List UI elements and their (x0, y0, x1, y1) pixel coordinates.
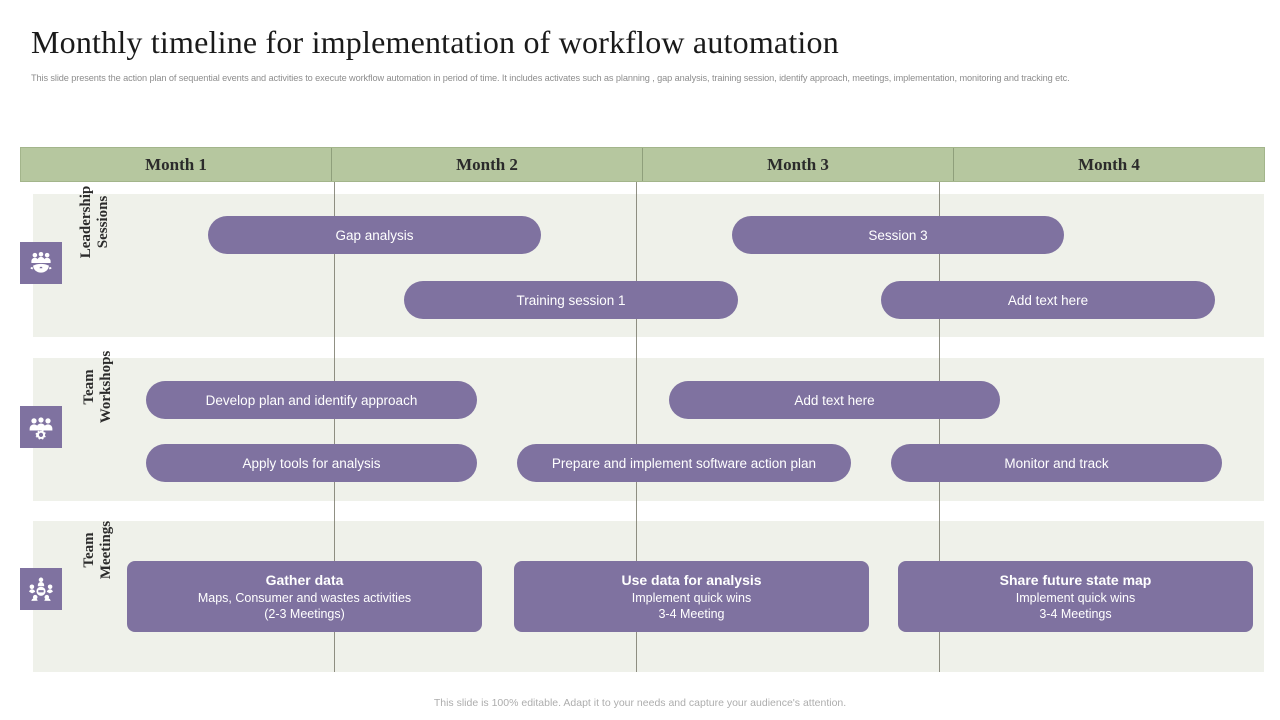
bar-gather-data-line1: Maps, Consumer and wastes activities (197, 591, 412, 605)
month-header-2: Month 2 (332, 148, 643, 181)
bar-gap-analysis[interactable]: Gap analysis (208, 216, 541, 254)
bar-training-session-1[interactable]: Training session 1 (404, 281, 738, 319)
gridline-month1-month2 (334, 182, 335, 672)
bar-use-data-title: Use data for analysis (621, 572, 762, 588)
bar-use-data-line1: Implement quick wins (631, 591, 752, 605)
bar-develop-plan-identify-approach[interactable]: Develop plan and identify approach (146, 381, 477, 419)
team-gear-icon (20, 242, 62, 284)
footer-note: This slide is 100% editable. Adapt it to… (433, 697, 847, 709)
bar-use-data-line2: 3-4 Meeting (658, 607, 725, 621)
month-header-row: Month 1 Month 2 Month 3 Month 4 (20, 147, 1265, 182)
bar-session-3[interactable]: Session 3 (732, 216, 1064, 254)
round-table-icon (20, 568, 62, 610)
page-title: Monthly timeline for implementation of w… (31, 24, 839, 60)
bar-share-future-state-map[interactable]: Share future state map Implement quick w… (898, 561, 1253, 632)
bar-share-future-line2: 3-4 Meetings (1039, 607, 1112, 621)
month-header-3: Month 3 (643, 148, 954, 181)
bar-share-future-line1: Implement quick wins (1015, 591, 1136, 605)
bar-gather-data-line2: (2-3 Meetings) (264, 607, 345, 621)
bar-apply-tools-for-analysis[interactable]: Apply tools for analysis (146, 444, 477, 482)
bar-add-text-here-workshops[interactable]: Add text here (669, 381, 1000, 419)
bar-gather-data[interactable]: Gather data Maps, Consumer and wastes ac… (127, 561, 482, 632)
bar-monitor-and-track[interactable]: Monitor and track (891, 444, 1222, 482)
gridline-month3-month4 (939, 182, 940, 672)
page-subtitle: This slide presents the action plan of s… (31, 73, 1070, 83)
row-label-team-workshops: Team Workshops (81, 350, 114, 424)
bar-share-future-title: Share future state map (999, 572, 1152, 588)
bar-add-text-here-leadership[interactable]: Add text here (881, 281, 1215, 319)
bar-gather-data-title: Gather data (265, 572, 344, 588)
month-header-4: Month 4 (1078, 154, 1140, 174)
bar-use-data-for-analysis[interactable]: Use data for analysis Implement quick wi… (514, 561, 869, 632)
row-label-leadership-sessions: Leadership Sessions (78, 185, 111, 259)
bar-prepare-implement-software-action-plan[interactable]: Prepare and implement software action pl… (517, 444, 851, 482)
gridline-month2-month3 (636, 182, 637, 672)
month-header-1: Month 1 (21, 148, 332, 181)
row-label-team-meetings: Team Meetings (81, 520, 114, 580)
people-gear-icon (20, 406, 62, 448)
